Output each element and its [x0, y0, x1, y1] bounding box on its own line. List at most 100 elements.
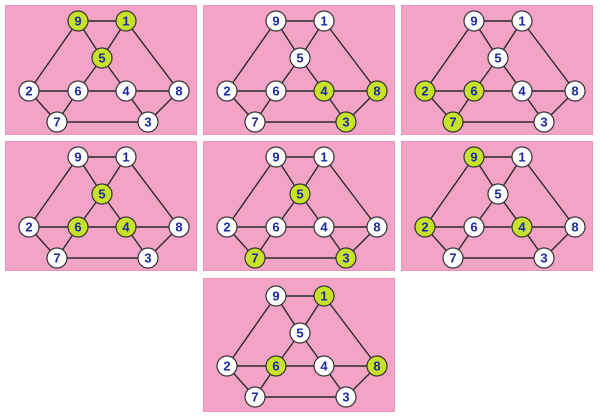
node-label: 5 — [494, 51, 501, 66]
node-circle — [46, 247, 68, 269]
node-circle — [463, 80, 485, 102]
node-4-highlighted: 4 — [511, 216, 533, 238]
node-label: 3 — [540, 251, 547, 266]
node-label: 8 — [373, 359, 380, 374]
node-label: 3 — [144, 251, 151, 266]
node-label: 9 — [74, 150, 81, 165]
node-label: 2 — [25, 84, 32, 99]
node-label: 9 — [74, 14, 81, 29]
node-label: 5 — [98, 187, 105, 202]
node-5-highlighted: 5 — [91, 183, 113, 205]
node-4: 4 — [115, 80, 137, 102]
node-label: 3 — [342, 115, 349, 130]
node-circle — [414, 80, 436, 102]
node-circle — [463, 146, 485, 168]
node-1: 1 — [313, 146, 335, 168]
node-label: 1 — [320, 150, 327, 165]
node-9: 9 — [67, 146, 89, 168]
node-circle — [289, 322, 311, 344]
node-circle — [313, 285, 335, 307]
node-7: 7 — [46, 247, 68, 269]
edge-9-2 — [226, 156, 277, 228]
node-circle — [67, 10, 89, 32]
node-circle — [115, 146, 137, 168]
node-label: 2 — [25, 220, 32, 235]
node-label: 6 — [272, 220, 279, 235]
edge-9-2 — [226, 295, 277, 367]
node-label: 6 — [74, 220, 81, 235]
node-6: 6 — [265, 80, 287, 102]
node-6: 6 — [265, 216, 287, 238]
node-4: 4 — [313, 216, 335, 238]
node-label: 8 — [175, 84, 182, 99]
node-label: 8 — [373, 220, 380, 235]
node-7: 7 — [46, 111, 68, 133]
edge-1-8 — [125, 20, 180, 92]
node-label: 9 — [272, 150, 279, 165]
edge-9-2 — [424, 156, 475, 228]
node-2: 2 — [216, 216, 238, 238]
node-6: 6 — [67, 80, 89, 102]
node-circle — [67, 216, 89, 238]
node-label: 2 — [421, 220, 428, 235]
node-8-highlighted: 8 — [366, 355, 388, 377]
node-8: 8 — [564, 80, 586, 102]
node-label: 8 — [571, 220, 578, 235]
node-label: 5 — [494, 187, 501, 202]
node-label: 6 — [470, 84, 477, 99]
node-circle — [313, 10, 335, 32]
node-circle — [168, 216, 190, 238]
node-4: 4 — [313, 355, 335, 377]
node-label: 2 — [223, 84, 230, 99]
node-1-highlighted: 1 — [115, 10, 137, 32]
node-circle — [265, 10, 287, 32]
node-circle — [487, 47, 509, 69]
node-circle — [313, 146, 335, 168]
node-label: 9 — [272, 289, 279, 304]
node-label: 9 — [470, 150, 477, 165]
node-label: 5 — [98, 51, 105, 66]
node-circle — [442, 247, 464, 269]
node-5: 5 — [289, 47, 311, 69]
node-label: 6 — [272, 359, 279, 374]
node-7-highlighted: 7 — [244, 247, 266, 269]
node-2-highlighted: 2 — [414, 80, 436, 102]
node-circle — [168, 80, 190, 102]
node-8: 8 — [564, 216, 586, 238]
node-5-highlighted: 5 — [91, 47, 113, 69]
node-circle — [313, 80, 335, 102]
node-circle — [414, 216, 436, 238]
node-2: 2 — [216, 355, 238, 377]
node-circle — [265, 80, 287, 102]
node-label: 4 — [320, 359, 328, 374]
node-circle — [313, 355, 335, 377]
node-label: 5 — [296, 187, 303, 202]
node-circle — [265, 146, 287, 168]
node-circle — [244, 386, 266, 408]
node-label: 1 — [122, 150, 129, 165]
node-circle — [366, 80, 388, 102]
node-circle — [335, 386, 357, 408]
node-circle — [115, 10, 137, 32]
node-label: 8 — [373, 84, 380, 99]
node-circle — [487, 183, 509, 205]
node-circle — [67, 80, 89, 102]
node-circle — [511, 80, 533, 102]
node-label: 9 — [272, 14, 279, 29]
node-circle — [511, 146, 533, 168]
node-circle — [18, 80, 40, 102]
node-label: 4 — [320, 84, 328, 99]
node-label: 4 — [518, 84, 526, 99]
node-label: 8 — [571, 84, 578, 99]
node-circle — [366, 216, 388, 238]
node-circle — [244, 247, 266, 269]
node-label: 3 — [342, 390, 349, 405]
node-label: 4 — [320, 220, 328, 235]
node-2: 2 — [216, 80, 238, 102]
